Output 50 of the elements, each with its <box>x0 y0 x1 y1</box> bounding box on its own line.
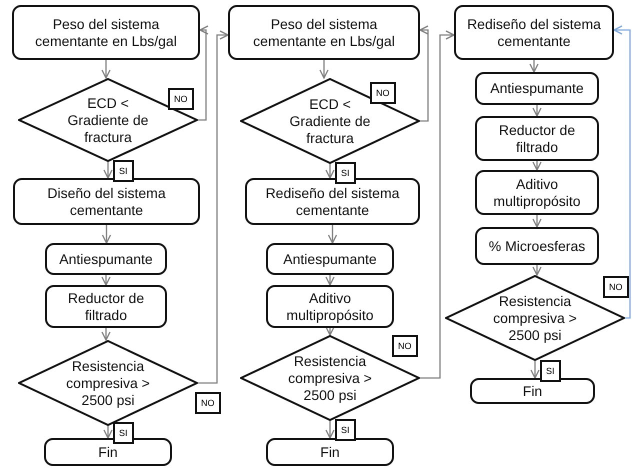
process-box: Fin <box>266 438 394 466</box>
process-box: Fin <box>470 378 595 404</box>
arrow <box>532 105 542 117</box>
process-box: Reductor de filtrado <box>475 116 599 161</box>
arrow <box>198 30 229 384</box>
arrow <box>530 361 540 379</box>
arrow <box>613 25 631 319</box>
arrow <box>103 426 113 439</box>
process-box: Peso del sistema cementante en Lbs/gal <box>228 5 420 60</box>
decision-diamond: Resistencia compresiva > 2500 psi <box>18 340 198 426</box>
arrow <box>532 265 542 276</box>
process-box: % Microesferas <box>475 227 599 265</box>
process-box: Aditivo multipropósito <box>475 170 599 215</box>
edge-label: NO <box>603 276 628 298</box>
process-box: Rediseño del sistema cementante <box>454 5 614 60</box>
arrow <box>325 421 335 439</box>
process-box: Diseño del sistema cementante <box>13 178 200 225</box>
arrow <box>529 60 539 73</box>
edge-label: SI <box>540 360 561 382</box>
process-box: Antiespumante <box>266 243 394 275</box>
arrow <box>420 30 455 379</box>
arrow <box>328 225 338 244</box>
edge-label: SI <box>113 422 134 444</box>
process-box: Antiespumante <box>475 72 599 105</box>
arrow <box>532 215 542 228</box>
edge-label: NO <box>168 88 194 110</box>
process-box: Rediseño del sistema cementante <box>245 178 420 225</box>
process-box: Peso del sistema cementante en Lbs/gal <box>12 5 200 60</box>
process-box: Fin <box>44 438 172 466</box>
arrow <box>319 60 329 79</box>
edge-label: NO <box>195 392 220 414</box>
process-box: Antiespumante <box>45 243 167 275</box>
arrow <box>325 326 335 336</box>
arrow <box>103 162 113 179</box>
arrow <box>102 225 112 244</box>
edge-label: SI <box>113 160 134 182</box>
arrow <box>419 25 429 122</box>
edge-label: SI <box>335 162 356 184</box>
edge-label: SI <box>335 419 356 441</box>
arrow <box>198 25 209 121</box>
arrow <box>532 161 542 171</box>
arrow <box>101 275 111 286</box>
arrow <box>101 60 111 79</box>
process-box: Reductor de filtrado <box>45 285 167 328</box>
edge-label: NO <box>392 335 418 357</box>
arrow <box>325 164 335 179</box>
arrow <box>325 275 335 286</box>
process-box: Aditivo multipropósito <box>266 285 394 328</box>
edge-label: NO <box>370 82 396 104</box>
arrow <box>101 328 111 341</box>
